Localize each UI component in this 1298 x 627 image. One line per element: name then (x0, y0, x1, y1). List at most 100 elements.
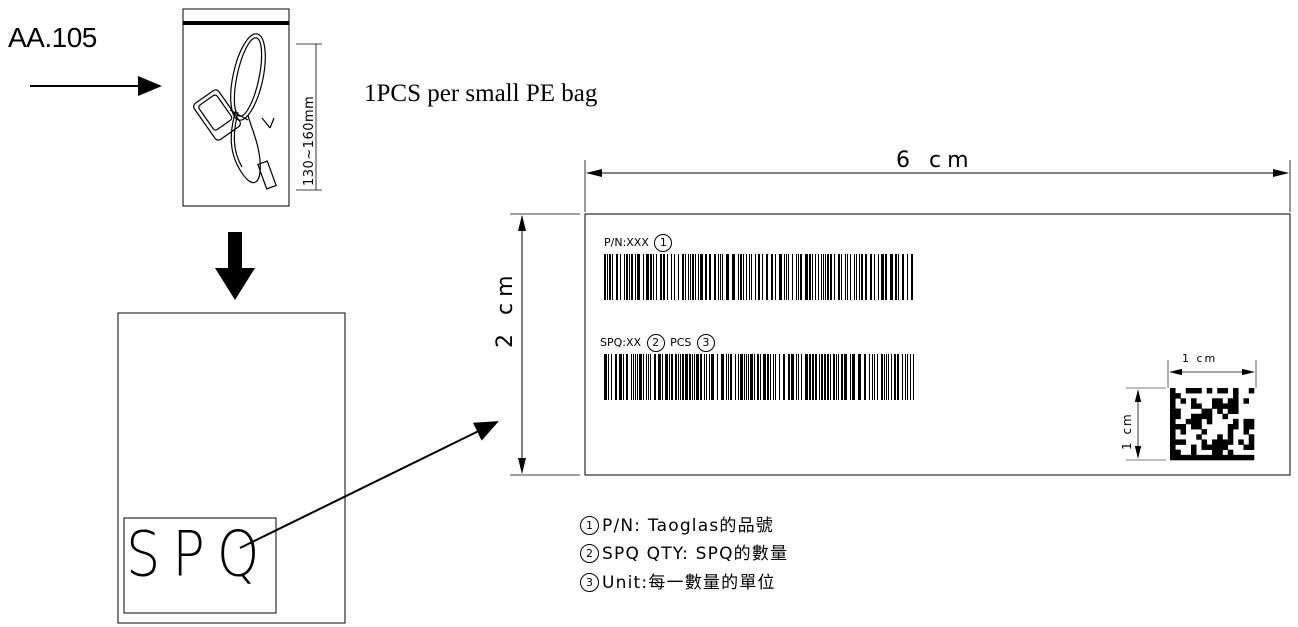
barcode-bar (775, 354, 776, 400)
matrix-module (1248, 418, 1255, 425)
barcode-bar (779, 254, 782, 300)
matrix-module (1196, 418, 1202, 425)
matrix-module (1248, 434, 1255, 440)
barcode-bar (650, 254, 652, 300)
barcode-bar (667, 254, 668, 300)
barcode-bar (827, 254, 829, 300)
barcode-bar (689, 354, 691, 400)
barcode-bar (784, 254, 785, 300)
barcode-bar (750, 354, 753, 400)
barcode-bar (870, 254, 872, 300)
barcode-bar (692, 354, 693, 400)
matrix-module (1175, 408, 1181, 415)
barcode-bar (626, 254, 628, 300)
label-height-label: 2 cm (493, 269, 518, 348)
matrix-module (1170, 429, 1176, 435)
barcode-bar (805, 254, 808, 300)
barcode-bar (773, 354, 774, 400)
barcode-bar (885, 254, 887, 300)
matrix-module (1217, 388, 1223, 394)
matrix-module (1227, 449, 1234, 456)
barcode-bar (881, 254, 884, 300)
barcode-bar (671, 354, 673, 400)
matrix-module (1217, 434, 1223, 440)
matrix-module (1212, 439, 1218, 445)
pe-bag (182, 8, 322, 207)
matrix-module (1170, 393, 1176, 399)
matrix-module (1248, 388, 1255, 394)
matrix-module (1191, 454, 1197, 461)
barcode-bar (801, 354, 802, 400)
outer-carton (117, 312, 346, 624)
matrix-module (1233, 388, 1239, 394)
barcode-bar (650, 354, 651, 400)
data-matrix-code (1170, 388, 1255, 461)
matrix-module (1227, 398, 1234, 404)
barcode-bar (726, 354, 727, 400)
matrix-module (1201, 408, 1208, 415)
barcode-bar (859, 254, 860, 300)
barcode-bar (877, 354, 878, 400)
barcode-bar (620, 254, 621, 300)
barcode-bar (698, 254, 699, 300)
barcode-bar (821, 254, 822, 300)
matrix-module (1170, 408, 1176, 415)
barcode-bar (678, 354, 679, 400)
barcode-bar (841, 354, 843, 400)
matrix-module (1227, 454, 1234, 461)
barcode-bar (856, 254, 857, 300)
barcode-bar (609, 254, 611, 300)
matrix-module (1170, 439, 1176, 445)
matrix-module (1227, 434, 1234, 440)
matrix-module (1170, 413, 1176, 420)
matrix-module (1175, 424, 1181, 430)
barcode-bar (796, 354, 797, 400)
barcode-pn (604, 254, 913, 300)
matrix-module (1206, 444, 1213, 451)
barcode-bar (608, 354, 609, 400)
barcode-bar (648, 354, 649, 400)
matrix-module (1191, 403, 1197, 409)
barcode-bar (626, 354, 628, 400)
barcode-bar (678, 254, 679, 300)
barcode-bar (653, 254, 654, 300)
product-label (584, 213, 1291, 476)
barcode-bar (864, 354, 866, 400)
spq-marker: 2 (646, 334, 665, 352)
spq-text: SPQ:XX (600, 336, 642, 349)
barcode-bar (748, 354, 749, 400)
barcode-bar (812, 254, 813, 300)
matrix-module (1217, 444, 1223, 451)
matrix-module (1233, 403, 1239, 409)
barcode-bar (815, 254, 816, 300)
barcode-bar (635, 254, 636, 300)
pn-text: P/N:XXX (604, 236, 649, 249)
barcode-bar (718, 254, 719, 300)
barcode-bar (743, 254, 744, 300)
matrix-module (1191, 398, 1197, 404)
note-3-text: Unit:每一數量的單位 (602, 573, 776, 593)
barcode-bar (844, 354, 847, 400)
barcode-bar (821, 354, 823, 400)
matrix-module (1222, 403, 1229, 409)
barcode-bar (902, 354, 903, 400)
barcode-bar (910, 354, 911, 400)
barcode-bar (744, 354, 745, 400)
matrix-module (1201, 454, 1208, 461)
barcode-bar (833, 354, 835, 400)
barcode-bar (783, 354, 785, 400)
barcode-bar (604, 254, 606, 300)
matrix-module (1170, 449, 1176, 456)
barcode-bar (796, 254, 797, 300)
barcode-bar (758, 254, 760, 300)
barcode-bar (740, 354, 743, 400)
matrix-module (1170, 434, 1176, 440)
barcode-bar (616, 254, 618, 300)
barcode-bar (911, 254, 913, 300)
barcode-bar (746, 354, 747, 400)
barcode-bar (615, 354, 617, 400)
barcode-bar (861, 254, 863, 300)
barcode-bar (874, 254, 875, 300)
